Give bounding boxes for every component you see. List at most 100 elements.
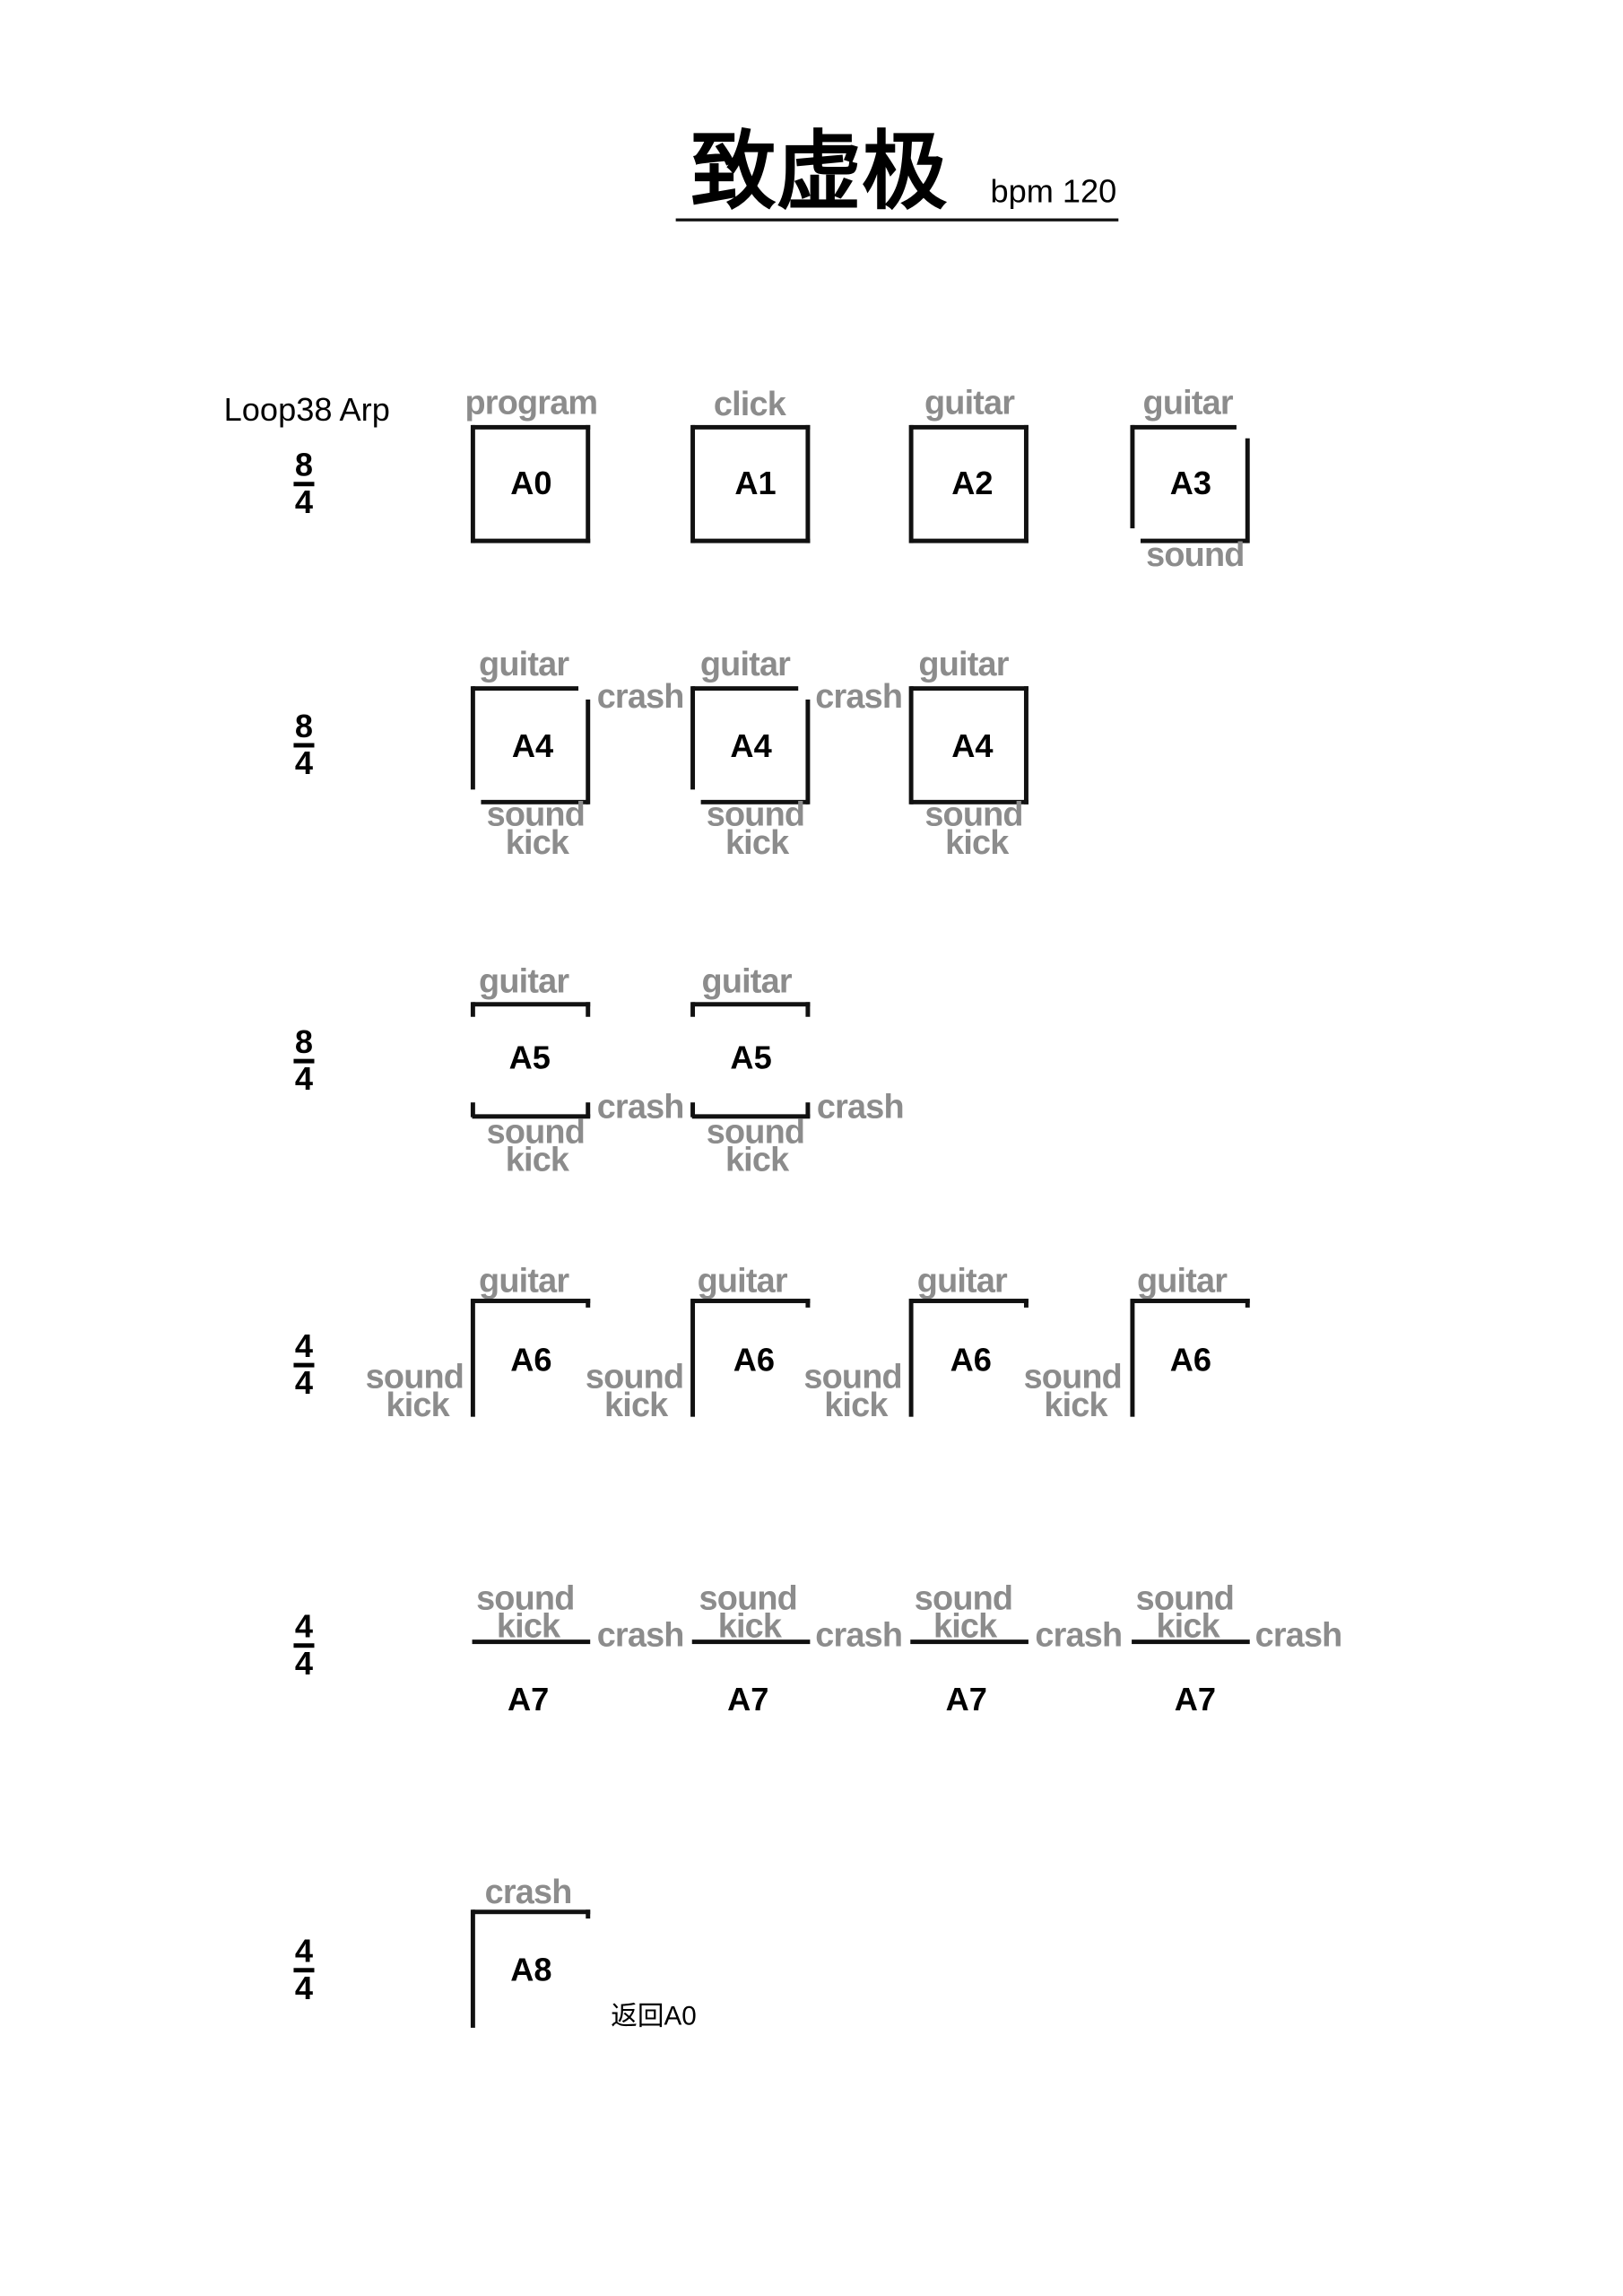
section-label: A6 (950, 1341, 992, 1378)
block-bottom-annotation: sound (486, 795, 586, 833)
bracket-line (908, 686, 914, 804)
section-label: A2 (951, 465, 994, 502)
loop-name: Loop38 Arp (223, 391, 390, 429)
block-left-annotation: kick (386, 1385, 449, 1424)
bracket-line (470, 1299, 475, 1417)
block-top-annotation: guitar (701, 961, 793, 1000)
transition-annotation: crash (596, 1614, 685, 1654)
ts-numerator: 4 (294, 1607, 314, 1645)
bracket-line (1245, 438, 1250, 544)
block-top-annotation: program (464, 383, 598, 422)
bracket-line (481, 799, 589, 804)
block-left-annotation: sound (803, 1357, 902, 1396)
ts-denominator: 4 (294, 744, 314, 782)
bracket-line (690, 1299, 696, 1417)
bracket-line (910, 1639, 1028, 1645)
ts-numerator: 8 (294, 446, 314, 483)
block-top-annotation: crash (484, 1872, 573, 1911)
ts-denominator: 4 (294, 1969, 314, 2007)
bracket-line (910, 538, 1028, 544)
block-left-annotation: sound (365, 1357, 464, 1396)
transition-annotation: crash (815, 1614, 903, 1654)
ts-fraction-bar (293, 743, 315, 748)
section-label: A8 (510, 1951, 552, 1988)
block-bottom-annotation: kick (945, 822, 1009, 862)
block-top-annotation: kick (717, 1606, 782, 1645)
bracket-line (691, 424, 811, 430)
ts-fraction-bar (293, 1643, 315, 1648)
block-bottom-annotation: kick (505, 1140, 569, 1178)
block-top-annotation: sound (699, 1578, 798, 1617)
section-label: A6 (1169, 1341, 1212, 1378)
bracket-line (1130, 424, 1135, 529)
bracket-line (910, 424, 1028, 430)
section-label: A5 (508, 1039, 551, 1076)
block-top-annotation: guitar (916, 1261, 1008, 1300)
block-top-annotation: guitar (1136, 1261, 1228, 1300)
bracket-line (691, 686, 799, 691)
bracket-line (470, 686, 475, 790)
bracket-line (690, 424, 696, 544)
block-bottom-annotation: sound (1146, 535, 1245, 574)
section-label: A0 (510, 465, 552, 502)
bracket-line (690, 1002, 696, 1017)
section-label: A5 (730, 1039, 772, 1076)
block-left-annotation: kick (824, 1385, 888, 1424)
bracket-line (586, 699, 591, 804)
block-top-annotation: guitar (924, 383, 1015, 422)
bracket-line (472, 1639, 591, 1645)
bracket-line (691, 1639, 811, 1645)
section-label: A3 (1169, 465, 1212, 502)
bracket-line (586, 1102, 591, 1118)
section-label: A4 (730, 727, 772, 765)
block-top-annotation: click (713, 384, 786, 423)
bracket-line (691, 1299, 811, 1303)
ts-fraction-bar (293, 1058, 315, 1064)
bracket-line (908, 1299, 914, 1417)
transition-annotation: crash (1035, 1614, 1123, 1654)
bracket-line (910, 1299, 1028, 1303)
block-bottom-annotation: sound (486, 1111, 586, 1151)
ts-fraction-bar (293, 1968, 315, 1973)
bracket-line (586, 1299, 591, 1308)
block-top-annotation: sound (1135, 1578, 1235, 1617)
transition-annotation: crash (815, 676, 903, 716)
block-bottom-annotation: kick (505, 822, 569, 862)
tempo-label: bpm 120 (990, 172, 1117, 210)
block-left-annotation: sound (1023, 1357, 1123, 1396)
bracket-line (1132, 1299, 1250, 1303)
transition-annotation: crash (816, 1086, 905, 1126)
block-top-annotation: guitar (918, 644, 1009, 683)
title-underline (675, 218, 1119, 222)
bracket-line (1023, 424, 1028, 544)
bracket-line (1132, 424, 1237, 430)
bracket-line (805, 1299, 811, 1308)
ts-denominator: 4 (294, 1644, 314, 1683)
block-top-annotation: guitar (479, 644, 569, 683)
bracket-line (472, 1114, 591, 1119)
section-label: A7 (507, 1681, 550, 1718)
block-left-annotation: sound (585, 1357, 684, 1396)
bracket-line (700, 799, 809, 804)
return-note: 返回A0 (611, 2001, 697, 2031)
bracket-line (470, 1102, 475, 1118)
section-label: A7 (1174, 1681, 1216, 1718)
bracket-line (472, 1909, 591, 1915)
section-label: A7 (945, 1681, 987, 1718)
transition-annotation: crash (1254, 1614, 1343, 1654)
ts-fraction-bar (293, 1362, 315, 1368)
block-bottom-annotation: kick (725, 1140, 789, 1178)
bracket-line (470, 1002, 475, 1017)
bracket-line (691, 538, 811, 544)
bracket-line (1245, 1299, 1250, 1308)
ts-numerator: 8 (294, 708, 314, 745)
bracket-line (805, 424, 811, 544)
bracket-line (470, 424, 475, 544)
block-top-annotation: sound (914, 1578, 1013, 1617)
block-top-annotation: sound (476, 1578, 575, 1617)
